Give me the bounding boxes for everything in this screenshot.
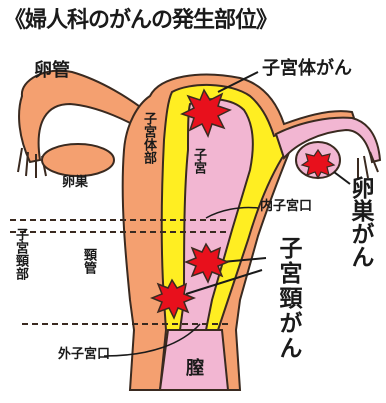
left-ovary bbox=[42, 144, 114, 176]
cervix-region-label: 子宮頸部 bbox=[14, 228, 27, 280]
cervical-cancer-label: 子宮頸がん bbox=[276, 236, 299, 361]
external-os-label: 外子宮口 bbox=[58, 348, 110, 361]
ovarian-tumor bbox=[302, 150, 334, 178]
internal-os-label: 内子宮口 bbox=[260, 200, 312, 213]
ovary-label: 卵巣 bbox=[62, 176, 88, 189]
vagina-label: 膣 bbox=[186, 360, 204, 378]
uterine-body-label: 子宮体部 bbox=[142, 112, 155, 164]
page-title: 《婦人科のがんの発生部位》 bbox=[4, 10, 277, 32]
oviduct-label: 卵管 bbox=[34, 62, 70, 80]
ovarian-cancer-label: 卵巣がん bbox=[348, 176, 371, 268]
endometrial-cancer-label: 子宮体がん bbox=[262, 60, 352, 78]
cervix-label: 頸管 bbox=[82, 248, 95, 274]
uterus-label: 子宮 bbox=[192, 148, 205, 174]
